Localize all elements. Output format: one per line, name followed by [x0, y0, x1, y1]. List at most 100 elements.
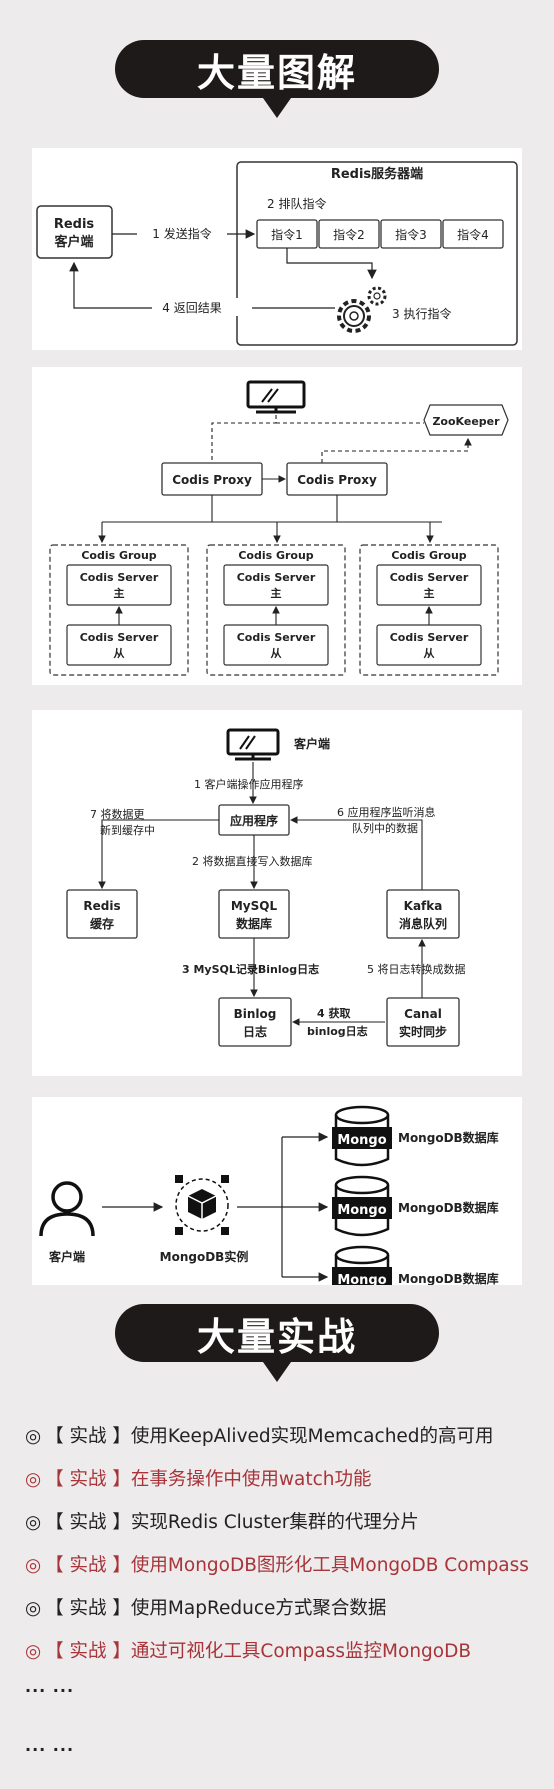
gear-icon	[337, 286, 387, 333]
list-item: ◎【 实战 】通过可视化工具Compass监控MongoDB	[25, 1630, 545, 1673]
app-label: 应用程序	[230, 813, 278, 828]
step3-label: 3 MySQL记录Binlog日志	[182, 962, 319, 976]
db-icon-text: Mongo	[337, 1273, 386, 1285]
step6-label-1: 6 应用程序监听消息	[337, 805, 436, 819]
command-2	[318, 219, 380, 249]
bullet-icon: ◎	[25, 1512, 42, 1533]
codis-group-1: Codis Group Codis Server 主 Codis Server …	[49, 544, 189, 676]
redis-label-1: Redis	[83, 899, 120, 913]
client-label: 客户端	[293, 736, 330, 751]
server-label: Codis Server	[237, 631, 316, 644]
ellipsis: ... ...	[25, 1677, 75, 1696]
command-4	[442, 219, 504, 249]
server-label: Codis Server	[390, 631, 469, 644]
monitor-icon	[246, 380, 306, 414]
client-label-1: Redis	[54, 217, 95, 232]
item-text: 【 实战 】使用MapReduce方式聚合数据	[45, 1598, 387, 1619]
db-label: MongoDB数据库	[398, 1200, 499, 1215]
canal-label-1: Canal	[404, 1007, 442, 1021]
section-banner-diagrams: 大量图解	[115, 40, 439, 118]
codis-server-slave	[376, 624, 482, 666]
binlog-label-1: Binlog	[234, 1007, 277, 1021]
db-icon-text: Mongo	[337, 1133, 386, 1148]
step2-label: 2 排队指令	[267, 196, 326, 211]
practice-list: ◎【 实战 】使用KeepAlived实现Memcached的高可用 ◎【 实战…	[25, 1415, 545, 1673]
command-1-label: 指令1	[271, 227, 303, 242]
codis-server-slave	[223, 624, 329, 666]
list-item: ◎【 实战 】使用MapReduce方式聚合数据	[25, 1587, 545, 1630]
group-title: Codis Group	[81, 549, 156, 562]
database-icon: Mongo	[332, 1105, 392, 1167]
bullet-icon: ◎	[25, 1598, 42, 1619]
step1-label: 1 客户端操作应用程序	[194, 777, 304, 791]
kafka-label-2: 消息队列	[399, 916, 447, 931]
list-item: ◎【 实战 】实现Redis Cluster集群的代理分片	[25, 1501, 545, 1544]
slave-label: 从	[424, 647, 435, 660]
mysql-label-1: MySQL	[231, 899, 278, 913]
slave-label: 从	[271, 647, 282, 660]
bullet-icon: ◎	[25, 1641, 42, 1662]
user-icon	[39, 1181, 95, 1237]
mongodb-instance-icon	[175, 1175, 229, 1235]
step7-label-1: 7 将数据更	[90, 807, 145, 821]
codis-group-3: Codis Group Codis Server 主 Codis Server …	[359, 544, 499, 676]
banner-title: 大量图解	[196, 50, 357, 95]
master-label: 主	[114, 586, 125, 600]
db-label: MongoDB数据库	[398, 1130, 499, 1145]
list-item: ◎【 实战 】使用KeepAlived实现Memcached的高可用	[25, 1415, 545, 1458]
bullet-icon: ◎	[25, 1426, 42, 1447]
item-text: 【 实战 】通过可视化工具Compass监控MongoDB	[45, 1641, 472, 1662]
step1-label: 1 发送指令	[152, 226, 211, 241]
server-label: Codis Server	[237, 571, 316, 584]
codis-server-slave	[66, 624, 172, 666]
db-icon-text: Mongo	[337, 1203, 386, 1218]
master-label: 主	[424, 586, 435, 600]
database-icon: Mongo	[332, 1175, 392, 1237]
redis-client-box	[36, 205, 113, 259]
ellipsis: ... ...	[25, 1736, 75, 1755]
kafka-label-1: Kafka	[404, 899, 443, 913]
item-text: 【 实战 】使用KeepAlived实现Memcached的高可用	[45, 1426, 494, 1447]
codis-server-master	[223, 564, 329, 606]
database-icon: Mongo	[332, 1245, 392, 1285]
redis-label-2: 缓存	[90, 916, 114, 931]
redis-command-diagram: Redis服务器端 Redis 客户端 1 发送指令 2 排队指令 指令1 指令…	[32, 148, 522, 350]
server-label: Codis Server	[390, 571, 469, 584]
group-title: Codis Group	[391, 549, 466, 562]
canal-label-2: 实时同步	[399, 1024, 447, 1039]
instance-label: MongoDB实例	[160, 1249, 249, 1264]
binlog-box	[218, 997, 292, 1047]
step4-label: 4 返回结果	[162, 301, 221, 315]
monitor-icon	[226, 728, 280, 761]
step7-label-2: 新到缓存中	[100, 823, 155, 837]
banner-title: 大量实战	[196, 1314, 357, 1359]
codis-server-master	[376, 564, 482, 606]
codis-architecture-diagram: ZooKeeper Codis Proxy Codis Proxy Codis …	[32, 367, 522, 685]
server-box	[236, 161, 518, 346]
slave-label: 从	[114, 647, 125, 660]
server-label: Codis Server	[80, 571, 159, 584]
command-3	[380, 219, 442, 249]
section-banner-practice: 大量实战	[115, 1304, 439, 1382]
proxy-left-label: Codis Proxy	[172, 473, 252, 487]
client-label: 客户端	[48, 1249, 85, 1264]
step6-label-2: 队列中的数据	[352, 821, 418, 835]
command-3-label: 指令3	[395, 227, 427, 242]
proxy-right-label: Codis Proxy	[297, 473, 377, 487]
step2-label: 2 将数据直接写入数据库	[192, 854, 313, 868]
canal-box	[386, 997, 460, 1047]
zookeeper-node	[423, 404, 509, 436]
command-2-label: 指令2	[333, 227, 365, 242]
zookeeper-label: ZooKeeper	[432, 415, 500, 428]
command-4-label: 指令4	[457, 227, 489, 242]
banner-pointer	[263, 98, 291, 118]
list-item: ◎【 实战 】使用MongoDB图形化工具MongoDB Compass	[25, 1544, 545, 1587]
kafka-box	[386, 889, 460, 939]
db-label: MongoDB数据库	[398, 1271, 499, 1285]
codis-group-2: Codis Group Codis Server 主 Codis Server …	[206, 544, 346, 676]
banner-pointer	[263, 1362, 291, 1382]
binlog-label-2: 日志	[243, 1024, 267, 1039]
bullet-icon: ◎	[25, 1555, 42, 1576]
step5-label: 5 将日志转换成数据	[367, 962, 466, 976]
server-label: Codis Server	[80, 631, 159, 644]
